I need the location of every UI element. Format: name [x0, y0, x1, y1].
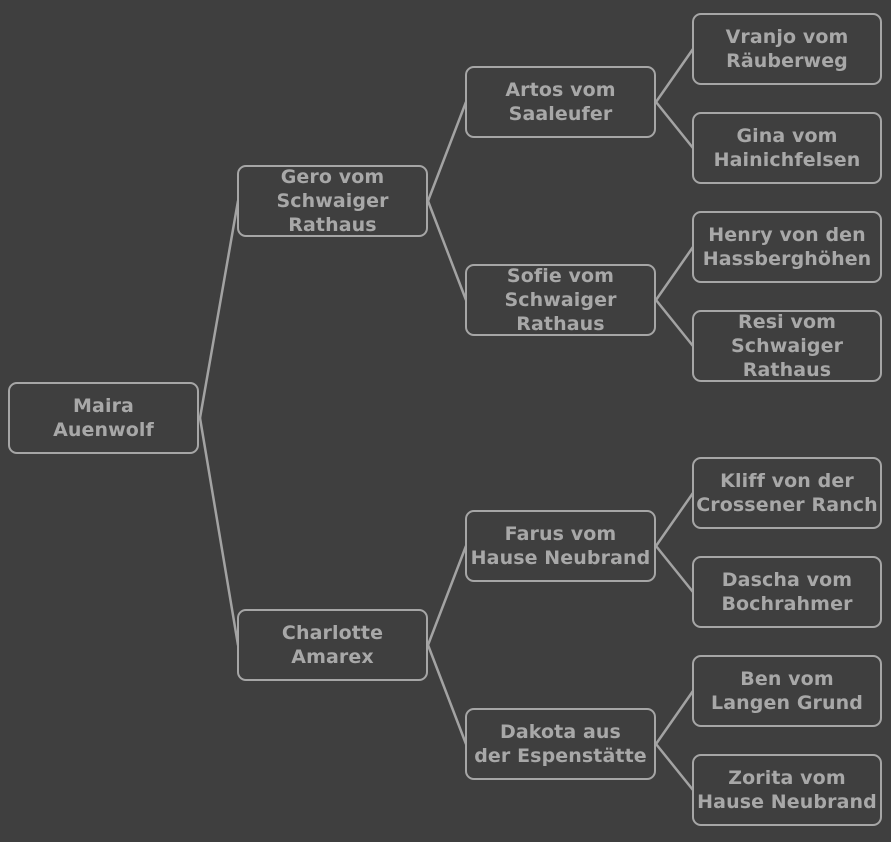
node-sire-dam-sire-label: Henry von den Hassberghöhen	[702, 224, 872, 270]
node-sire-dam-dam-label: Resi vom Schwaiger Rathaus	[730, 311, 844, 381]
node-dam-sire-dam[interactable]: Dascha vom Bochrahmer	[692, 556, 882, 628]
node-dam-sire-sire-label: Kliff von der Crossener Ranch	[696, 470, 878, 516]
node-sire-sire-sire-label: Vranjo vom Räuberweg	[725, 26, 849, 72]
node-dam-dam-sire-label: Ben vom Langen Grund	[711, 668, 863, 714]
link-sire_sire-sire_sire_sire	[654, 47, 695, 104]
node-dam-dam-dam-label: Zorita vom Hause Neubrand	[697, 767, 877, 813]
link-dam_sire-dam_sire_dam	[654, 544, 695, 594]
node-sire-sire-label: Artos vom Saaleufer	[505, 79, 616, 125]
link-subject-sire	[198, 199, 240, 420]
link-dam-dam_sire	[426, 544, 468, 647]
node-sire-dam-label: Sofie vom Schwaiger Rathaus	[504, 265, 617, 335]
node-dam-sire-label: Farus vom Hause Neubrand	[470, 523, 651, 569]
link-dam_sire-dam_sire_sire	[654, 491, 695, 548]
node-dam-dam-sire[interactable]: Ben vom Langen Grund	[692, 655, 882, 727]
link-dam_dam-dam_dam_sire	[654, 689, 695, 746]
node-sire-dam-sire[interactable]: Henry von den Hassberghöhen	[692, 211, 882, 283]
node-sire[interactable]: Gero vom Schwaiger Rathaus	[237, 165, 428, 237]
node-dam-label: Charlotte Amarex	[281, 622, 384, 668]
node-sire-sire-sire[interactable]: Vranjo vom Räuberweg	[692, 13, 882, 85]
node-subject[interactable]: Maira Auenwolf	[8, 382, 199, 454]
node-dam-dam-label: Dakota aus der Espenstätte	[474, 721, 647, 767]
node-subject-label: Maira Auenwolf	[53, 395, 154, 441]
link-sire_dam-sire_dam_sire	[654, 245, 695, 302]
node-sire-dam-dam[interactable]: Resi vom Schwaiger Rathaus	[692, 310, 882, 382]
node-dam-sire-dam-label: Dascha vom Bochrahmer	[721, 569, 853, 615]
node-sire-sire[interactable]: Artos vom Saaleufer	[465, 66, 656, 138]
link-sire-sire_dam	[426, 199, 468, 302]
node-sire-dam[interactable]: Sofie vom Schwaiger Rathaus	[465, 264, 656, 336]
node-dam-sire[interactable]: Farus vom Hause Neubrand	[465, 510, 656, 582]
link-dam-dam_dam	[426, 643, 468, 746]
node-sire-label: Gero vom Schwaiger Rathaus	[276, 166, 389, 236]
link-sire-sire_sire	[426, 100, 468, 203]
node-dam-dam-dam[interactable]: Zorita vom Hause Neubrand	[692, 754, 882, 826]
node-dam-sire-sire[interactable]: Kliff von der Crossener Ranch	[692, 457, 882, 529]
node-dam[interactable]: Charlotte Amarex	[237, 609, 428, 681]
node-sire-sire-dam-label: Gina vom Hainichfelsen	[713, 125, 861, 171]
link-sire_dam-sire_dam_dam	[654, 298, 695, 348]
link-dam_dam-dam_dam_dam	[654, 742, 695, 792]
node-sire-sire-dam[interactable]: Gina vom Hainichfelsen	[692, 112, 882, 184]
node-dam-dam[interactable]: Dakota aus der Espenstätte	[465, 708, 656, 780]
link-sire_sire-sire_sire_dam	[654, 100, 695, 150]
link-subject-dam	[198, 416, 240, 647]
